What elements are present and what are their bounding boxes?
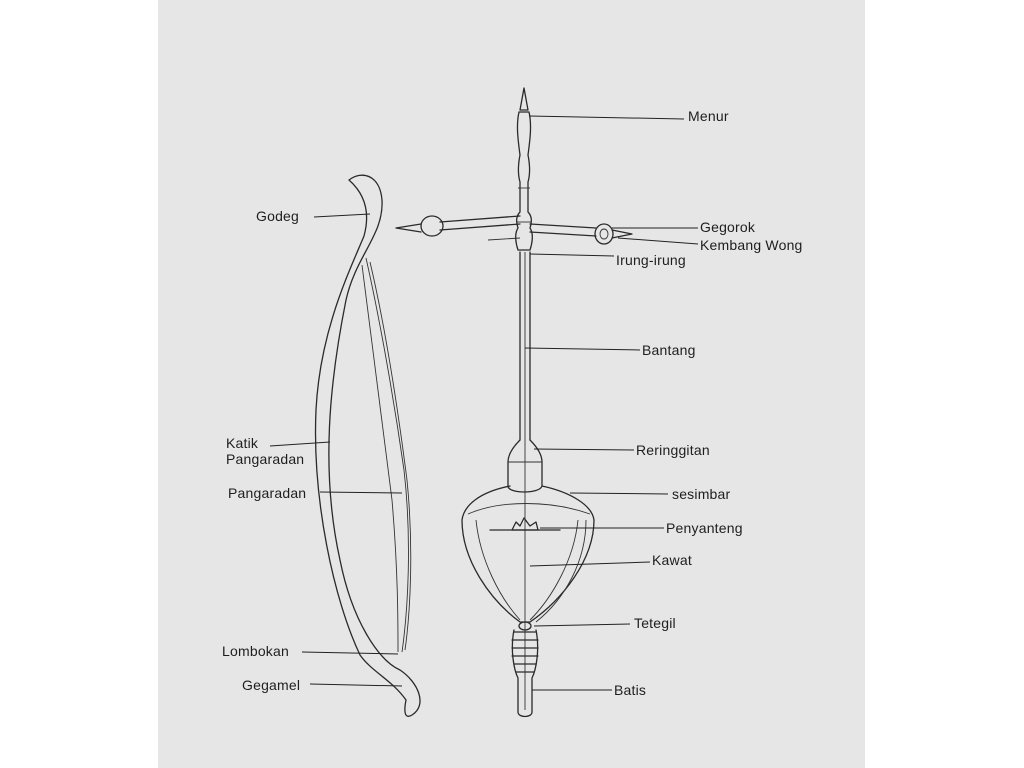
skin-edge: [467, 503, 591, 515]
bridge: [511, 517, 539, 531]
right-peg-tip: [611, 229, 633, 239]
label-kawat: Kawat: [652, 552, 692, 568]
leader-bantang: [524, 347, 641, 351]
left-peg-tip: [395, 223, 422, 233]
foot-rings: [511, 631, 539, 673]
label-godeg: Godeg: [256, 208, 300, 224]
body-curve-right-2: [535, 519, 587, 623]
body-curve-left: [475, 519, 521, 621]
label-lombokan: Lombokan: [222, 643, 289, 659]
right-peg-hub: [599, 228, 609, 240]
leader-reringgitan: [533, 448, 635, 451]
leader-lombokan: [301, 651, 399, 655]
leader-lines: [269, 115, 699, 691]
bow-hair-2: [369, 261, 412, 651]
leader-sesimbar: [569, 492, 669, 495]
label-pangaradan: Pangaradan: [228, 485, 307, 501]
leader-katik: [269, 441, 331, 447]
label-irung-irung: Irung-irung: [616, 252, 686, 268]
foot-outline: [511, 629, 539, 718]
leader-godeg: [313, 213, 371, 218]
rebab-body: [461, 485, 595, 623]
rebab-drawing: [395, 87, 633, 718]
label-gegamel: Gegamel: [242, 677, 301, 693]
leader-irung-irung: [529, 253, 615, 257]
label-katik: Katik: [226, 435, 259, 451]
right-peg-knob: [594, 223, 614, 245]
bow-drawing: [314, 174, 421, 717]
leader-kawat: [529, 561, 651, 567]
collar: [507, 439, 543, 493]
label-tetegil: Tetegil: [634, 615, 676, 631]
bow-stick: [314, 174, 421, 717]
label-reringgitan: Reringgitan: [636, 442, 710, 458]
label-sesimbar: sesimbar: [672, 486, 731, 502]
tetegil-knob: [518, 621, 532, 631]
leader-menur: [528, 115, 685, 120]
leader-pangaradan: [319, 491, 403, 494]
leader-tetegil: [533, 623, 631, 627]
label-menur: Menur: [688, 108, 729, 124]
label-batis: Batis: [614, 682, 647, 698]
leader-kembang-wong: [617, 237, 699, 245]
left-peg-knob: [420, 215, 444, 237]
peg-tick: [487, 237, 521, 241]
leader-gegamel: [309, 683, 403, 687]
finial: [519, 87, 529, 111]
bantang-neck: [519, 251, 531, 441]
bow-hair: [365, 257, 409, 653]
upper-neck: [515, 111, 533, 251]
body-curve-right: [529, 519, 579, 621]
label-kembang-wong: Kembang Wong: [700, 237, 803, 253]
right-peg-stem: [529, 223, 597, 237]
label-penyanteng: Penyanteng: [666, 520, 743, 536]
label-gegorok: Gegorok: [700, 219, 756, 235]
label-bantang: Bantang: [642, 342, 696, 358]
label-pangaradan-katik: Pangaradan: [226, 451, 305, 467]
left-peg-stem: [439, 215, 521, 231]
